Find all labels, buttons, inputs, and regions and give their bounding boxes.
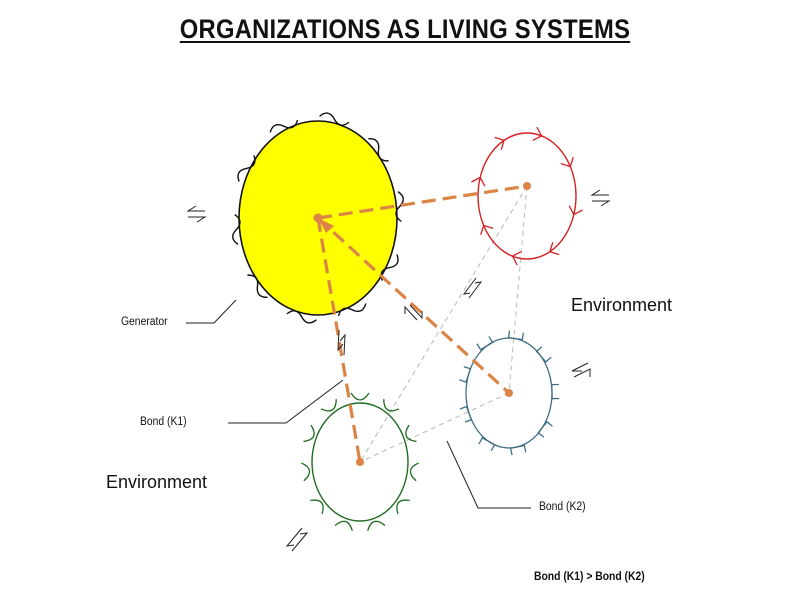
bond-generator-blue [316,216,511,395]
green-claw-receptor [350,392,370,401]
generator-squiggle [247,274,268,298]
green-claw-receptor [367,520,386,531]
red-arrow-receptor [549,242,560,256]
green-claw-receptor [310,499,324,515]
label-leaders [186,299,531,509]
exchange-icon-green [285,527,309,552]
green-system [301,392,419,531]
generator-squiggle [232,214,241,245]
green-claw-receptor [409,462,419,482]
blue-receptors [459,330,560,456]
bond-arrowhead [318,218,334,233]
bond-k1-leader [228,379,344,424]
red-arrow-receptor [494,136,505,150]
blue-hook-receptor [535,346,552,363]
green-claw-receptor [405,424,417,443]
exchange-icon-generator [186,205,207,223]
green-center-dot [356,458,364,466]
exchange-icon-blue [571,362,591,378]
green-claw-receptor [383,399,400,412]
bond-comparison-label: Bond (K1) > Bond (K2) [534,571,645,583]
blue-system [459,330,560,456]
blue-hook-receptor [551,383,560,400]
red-arrow-receptor [480,224,494,236]
bond-k2-label: Bond (K2) [539,501,586,513]
generator-squiggle [319,112,350,126]
generator-leader [186,299,237,324]
red-receptors [471,126,583,266]
blue-hook-receptor [459,405,473,423]
exchange-icon-bond-1 [462,277,483,299]
green-receptors [301,392,419,531]
red-arrow-receptor [471,176,486,187]
weak-bond-red-blue [508,185,528,394]
blue-hook-receptor [537,420,553,438]
green-claw-receptor [303,424,315,443]
exchange-symbols [186,189,611,552]
red-center-dot [523,182,531,190]
generator-squiggle [395,191,404,222]
environment-label-left: Environment [106,472,208,492]
blue-hook-receptor [509,444,527,456]
green-claw-receptor [334,520,353,531]
generator-squiggle [286,310,317,324]
red-arrow-receptor [511,250,522,266]
page-title: ORGANIZATIONS AS LIVING SYSTEMS [179,14,631,44]
environment-label-right: Environment [571,295,673,315]
generator-receptors [232,112,404,324]
generator-label: Generator [121,316,168,328]
generator-squiggle [337,303,367,317]
red-circle [477,132,577,260]
bond-k2-leader [446,440,531,509]
green-circle [311,402,409,522]
green-claw-receptor [301,462,311,482]
exchange-icon-bond-3 [337,329,346,356]
red-system [471,126,583,266]
generator-squiggle [237,155,256,182]
red-arrow-receptor [568,205,583,216]
green-claw-receptor [396,499,410,515]
green-claw-receptor [320,399,337,412]
blue-hook-receptor [476,336,494,351]
bond-generator-red [317,184,528,220]
exchange-icon-red [590,189,611,207]
weak-bonds [359,185,528,463]
generator-squiggle [269,119,299,133]
red-arrow-receptor [560,156,574,168]
blue-hook-receptor [459,365,472,383]
red-arrow-receptor [532,126,543,142]
blue-hook-receptor [507,330,525,341]
strong-bonds [316,184,528,463]
blue-center-dot [505,389,513,397]
bond-k1-label: Bond (K1) [140,416,187,428]
generator-squiggle [368,138,389,162]
system-centers [313,182,531,466]
weak-bond-blue-green [359,392,510,463]
exchange-icon-bond-2 [404,304,423,321]
blue-hook-receptor [478,437,496,452]
